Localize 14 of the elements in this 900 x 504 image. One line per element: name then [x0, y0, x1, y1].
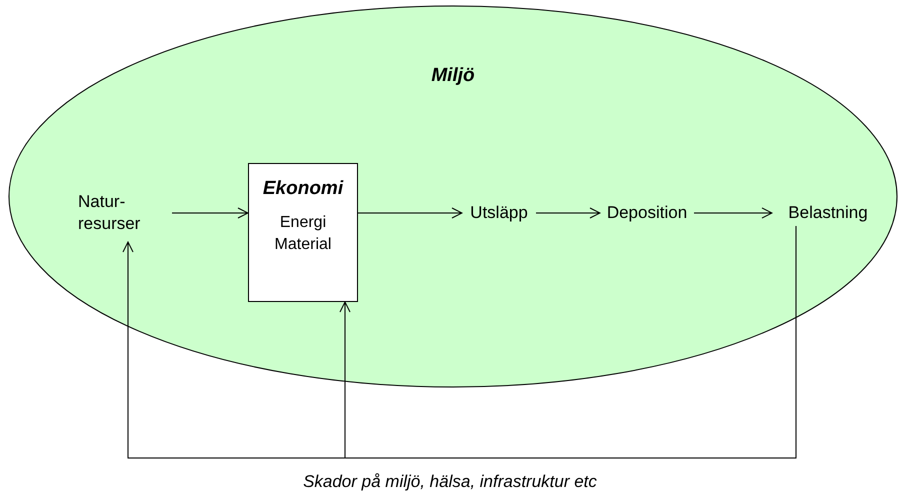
caption-text: Skador på miljö, hälsa, infrastruktur etc	[302, 472, 598, 492]
box-text: Energi Material	[274, 213, 332, 255]
ellipse-heading: Miljö	[430, 65, 476, 87]
stage-label: Belastning	[772, 200, 884, 226]
stage-label: Deposition	[600, 200, 694, 226]
box-heading: Ekonomi	[262, 178, 344, 200]
economy-box	[248, 163, 358, 302]
environment-ellipse	[8, 6, 898, 388]
arrow	[536, 208, 600, 218]
arrow	[694, 208, 772, 218]
stage-label: Utsläpp	[462, 200, 536, 226]
stage-label: Natur- resurser	[78, 184, 172, 242]
arrow	[358, 208, 462, 218]
arrow	[172, 208, 248, 218]
